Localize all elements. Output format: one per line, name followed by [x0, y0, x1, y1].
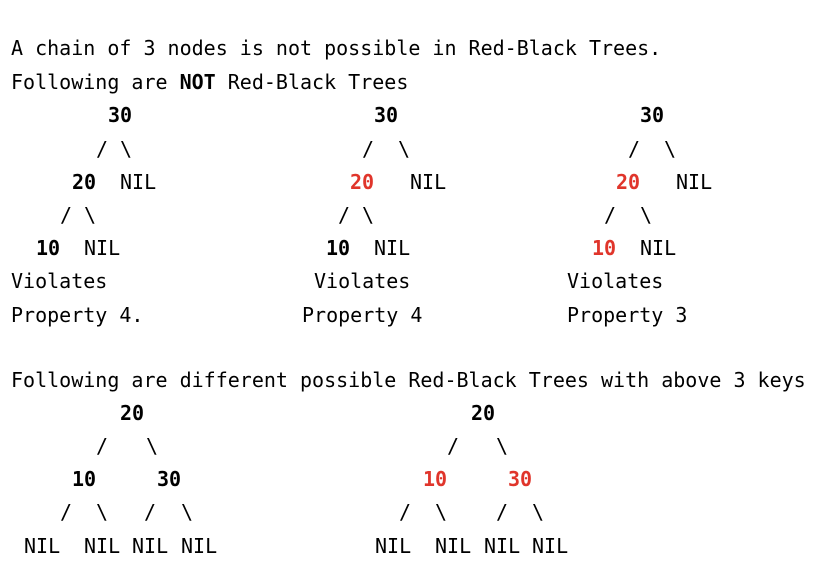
tree-node-leaf: 10	[36, 236, 61, 260]
tree-edge-left: /	[60, 500, 73, 524]
tree-edge-left: /	[96, 137, 109, 161]
tree-node-root: 30	[108, 103, 133, 127]
tree-nil: NIL	[435, 534, 472, 558]
tree-nil: NIL	[410, 170, 447, 194]
valid-trees-heading: Following are different possible Red-Bla…	[11, 368, 806, 392]
tree-node-right: 30	[157, 467, 182, 491]
tree-edge-left: /	[60, 203, 73, 227]
tree-edge-left: /	[604, 203, 617, 227]
violation-caption-line-1: Violates	[11, 269, 108, 293]
tree-edge-right: \	[664, 137, 677, 161]
tree-node-leaf: 10	[326, 236, 351, 260]
tree-nil: NIL	[640, 236, 677, 260]
tree-edge-right: \	[496, 434, 509, 458]
tree-nil: NIL	[181, 534, 218, 558]
heading-not-emphasis: NOT	[179, 70, 216, 94]
tree-nil: NIL	[676, 170, 713, 194]
tree-edge-left: /	[628, 137, 641, 161]
tree-node-left: 10	[423, 467, 448, 491]
tree-edge-left: /	[496, 500, 509, 524]
violation-caption-line-2: Property 3	[567, 303, 688, 327]
violation-caption-line-2: Property 4	[302, 303, 423, 327]
tree-edge-right: \	[640, 203, 653, 227]
tree-nil: NIL	[375, 534, 412, 558]
tree-edge-right: \	[362, 203, 375, 227]
tree-nil: NIL	[132, 534, 169, 558]
tree-nil: NIL	[84, 236, 121, 260]
tree-node-root: 30	[640, 103, 665, 127]
heading-line-2-suffix: Red-Black Trees	[215, 70, 409, 94]
tree-edge-right: \	[435, 500, 448, 524]
violation-caption-line-1: Violates	[314, 269, 411, 293]
tree-edge-left: /	[96, 434, 109, 458]
tree-edge-left: /	[447, 434, 460, 458]
tree-node-mid: 20	[350, 170, 375, 194]
violation-caption-line-2: Property 4.	[11, 303, 144, 327]
tree-edge-right: \	[96, 500, 109, 524]
tree-edge-right: \	[84, 203, 97, 227]
heading-line-1: A chain of 3 nodes is not possible in Re…	[11, 36, 662, 60]
tree-nil: NIL	[84, 534, 121, 558]
tree-edge-left: /	[144, 500, 157, 524]
tree-node-root: 20	[120, 401, 145, 425]
tree-nil: NIL	[484, 534, 521, 558]
heading-line-2-prefix: Following are	[11, 70, 180, 94]
tree-node-root: 30	[374, 103, 399, 127]
tree-edge-right: \	[181, 500, 194, 524]
tree-node-left: 10	[72, 467, 97, 491]
heading-line-2: Following are NOT Red-Black Trees	[11, 70, 408, 94]
tree-node-mid: 20	[72, 170, 97, 194]
violation-caption-line-1: Violates	[567, 269, 664, 293]
tree-nil: NIL	[24, 534, 61, 558]
tree-node-mid: 20	[616, 170, 641, 194]
tree-node-root: 20	[471, 401, 496, 425]
tree-edge-right: \	[146, 434, 159, 458]
tree-edge-left: /	[338, 203, 351, 227]
tree-node-leaf: 10	[592, 236, 617, 260]
tree-edge-right: \	[398, 137, 411, 161]
tree-nil: NIL	[532, 534, 569, 558]
tree-node-right: 30	[508, 467, 533, 491]
tree-edge-left: /	[362, 137, 375, 161]
tree-nil: NIL	[374, 236, 411, 260]
tree-edge-right: \	[120, 137, 133, 161]
tree-nil: NIL	[120, 170, 157, 194]
tree-edge-right: \	[532, 500, 545, 524]
tree-edge-left: /	[399, 500, 412, 524]
